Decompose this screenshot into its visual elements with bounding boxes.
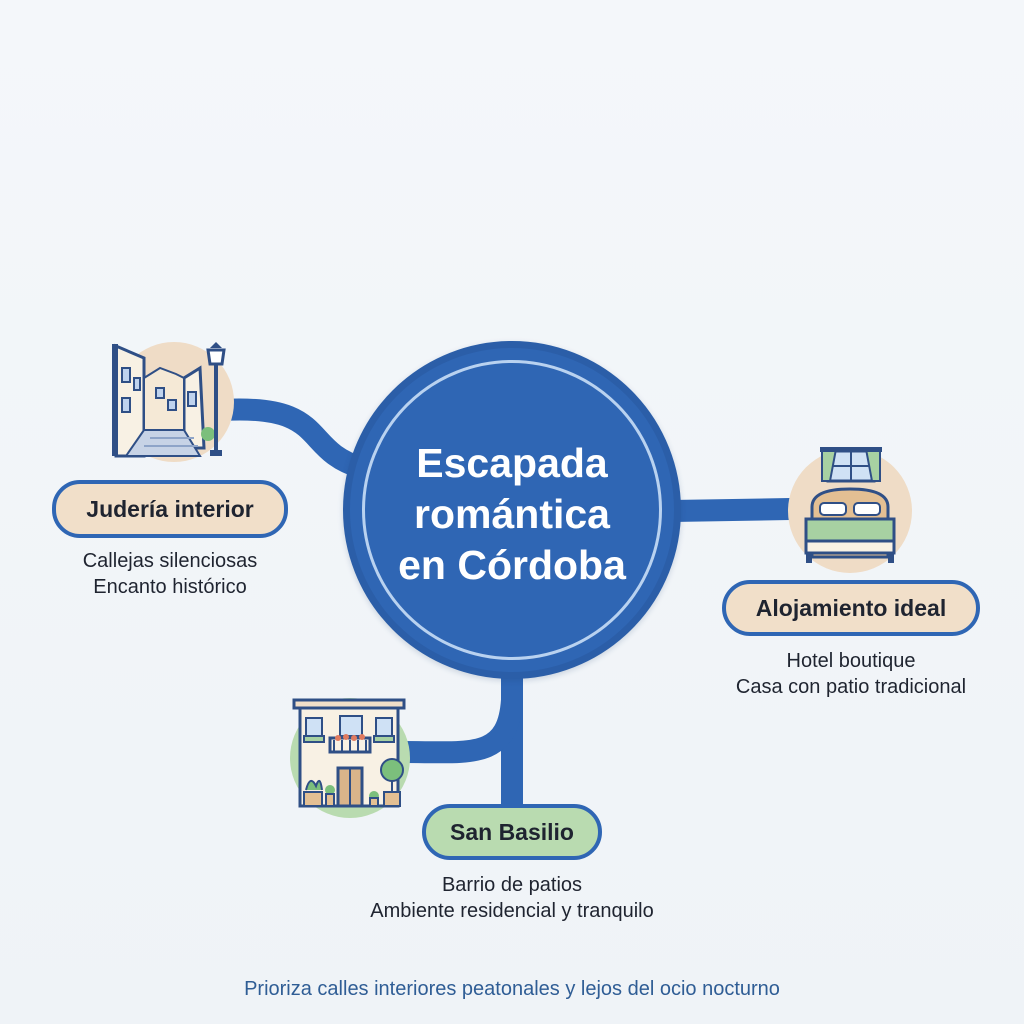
detail-line: Casa con patio tradicional	[735, 676, 967, 698]
branch-details-juderia-interior: Callejas silenciosas Encanto histórico	[40, 548, 300, 600]
connector-alojamiento	[661, 498, 801, 522]
detail-line: Callejas silenciosas	[82, 550, 258, 572]
central-title-line-2: romántica	[414, 491, 610, 537]
branch-pill-san-basilio: San Basilio	[422, 804, 602, 860]
detail-line: Encanto histórico	[93, 576, 247, 598]
connector-house-icon	[393, 689, 523, 764]
branch-label-juderia-interior: Judería interior	[86, 495, 254, 522]
central-title-line-3: en Córdoba	[398, 542, 626, 588]
detail-line: Ambiente residencial y tranquilo	[370, 900, 654, 922]
branch-details-alojamiento-ideal: Hotel boutique Casa con patio tradiciona…	[706, 648, 996, 700]
narrow-street-with-lamppost-icon	[104, 338, 238, 462]
patio-house-with-plants-icon	[286, 694, 416, 820]
branch-label-alojamiento-ideal: Alojamiento ideal	[755, 594, 947, 621]
footer-tip-text: Prioriza calles interiores peatonales y …	[244, 978, 780, 1000]
detail-line: Barrio de patios	[441, 874, 583, 896]
boutique-hotel-bed-icon	[786, 445, 916, 575]
central-topic-inner-ring	[362, 360, 662, 660]
branch-details-san-basilio: Barrio de patios Ambiente residencial y …	[332, 872, 692, 924]
connector-juderia	[211, 398, 373, 479]
branch-pill-alojamiento-ideal: Alojamiento ideal	[722, 580, 980, 636]
detail-line: Hotel boutique	[786, 650, 916, 672]
central-topic-node: Escapada romántica en Córdoba	[343, 341, 681, 679]
central-title-line-1: Escapada	[416, 440, 608, 486]
branch-label-san-basilio: San Basilio	[450, 818, 574, 845]
central-topic-title: Escapada romántica en Córdoba	[350, 438, 674, 591]
branch-pill-juderia-interior: Judería interior	[52, 480, 288, 538]
